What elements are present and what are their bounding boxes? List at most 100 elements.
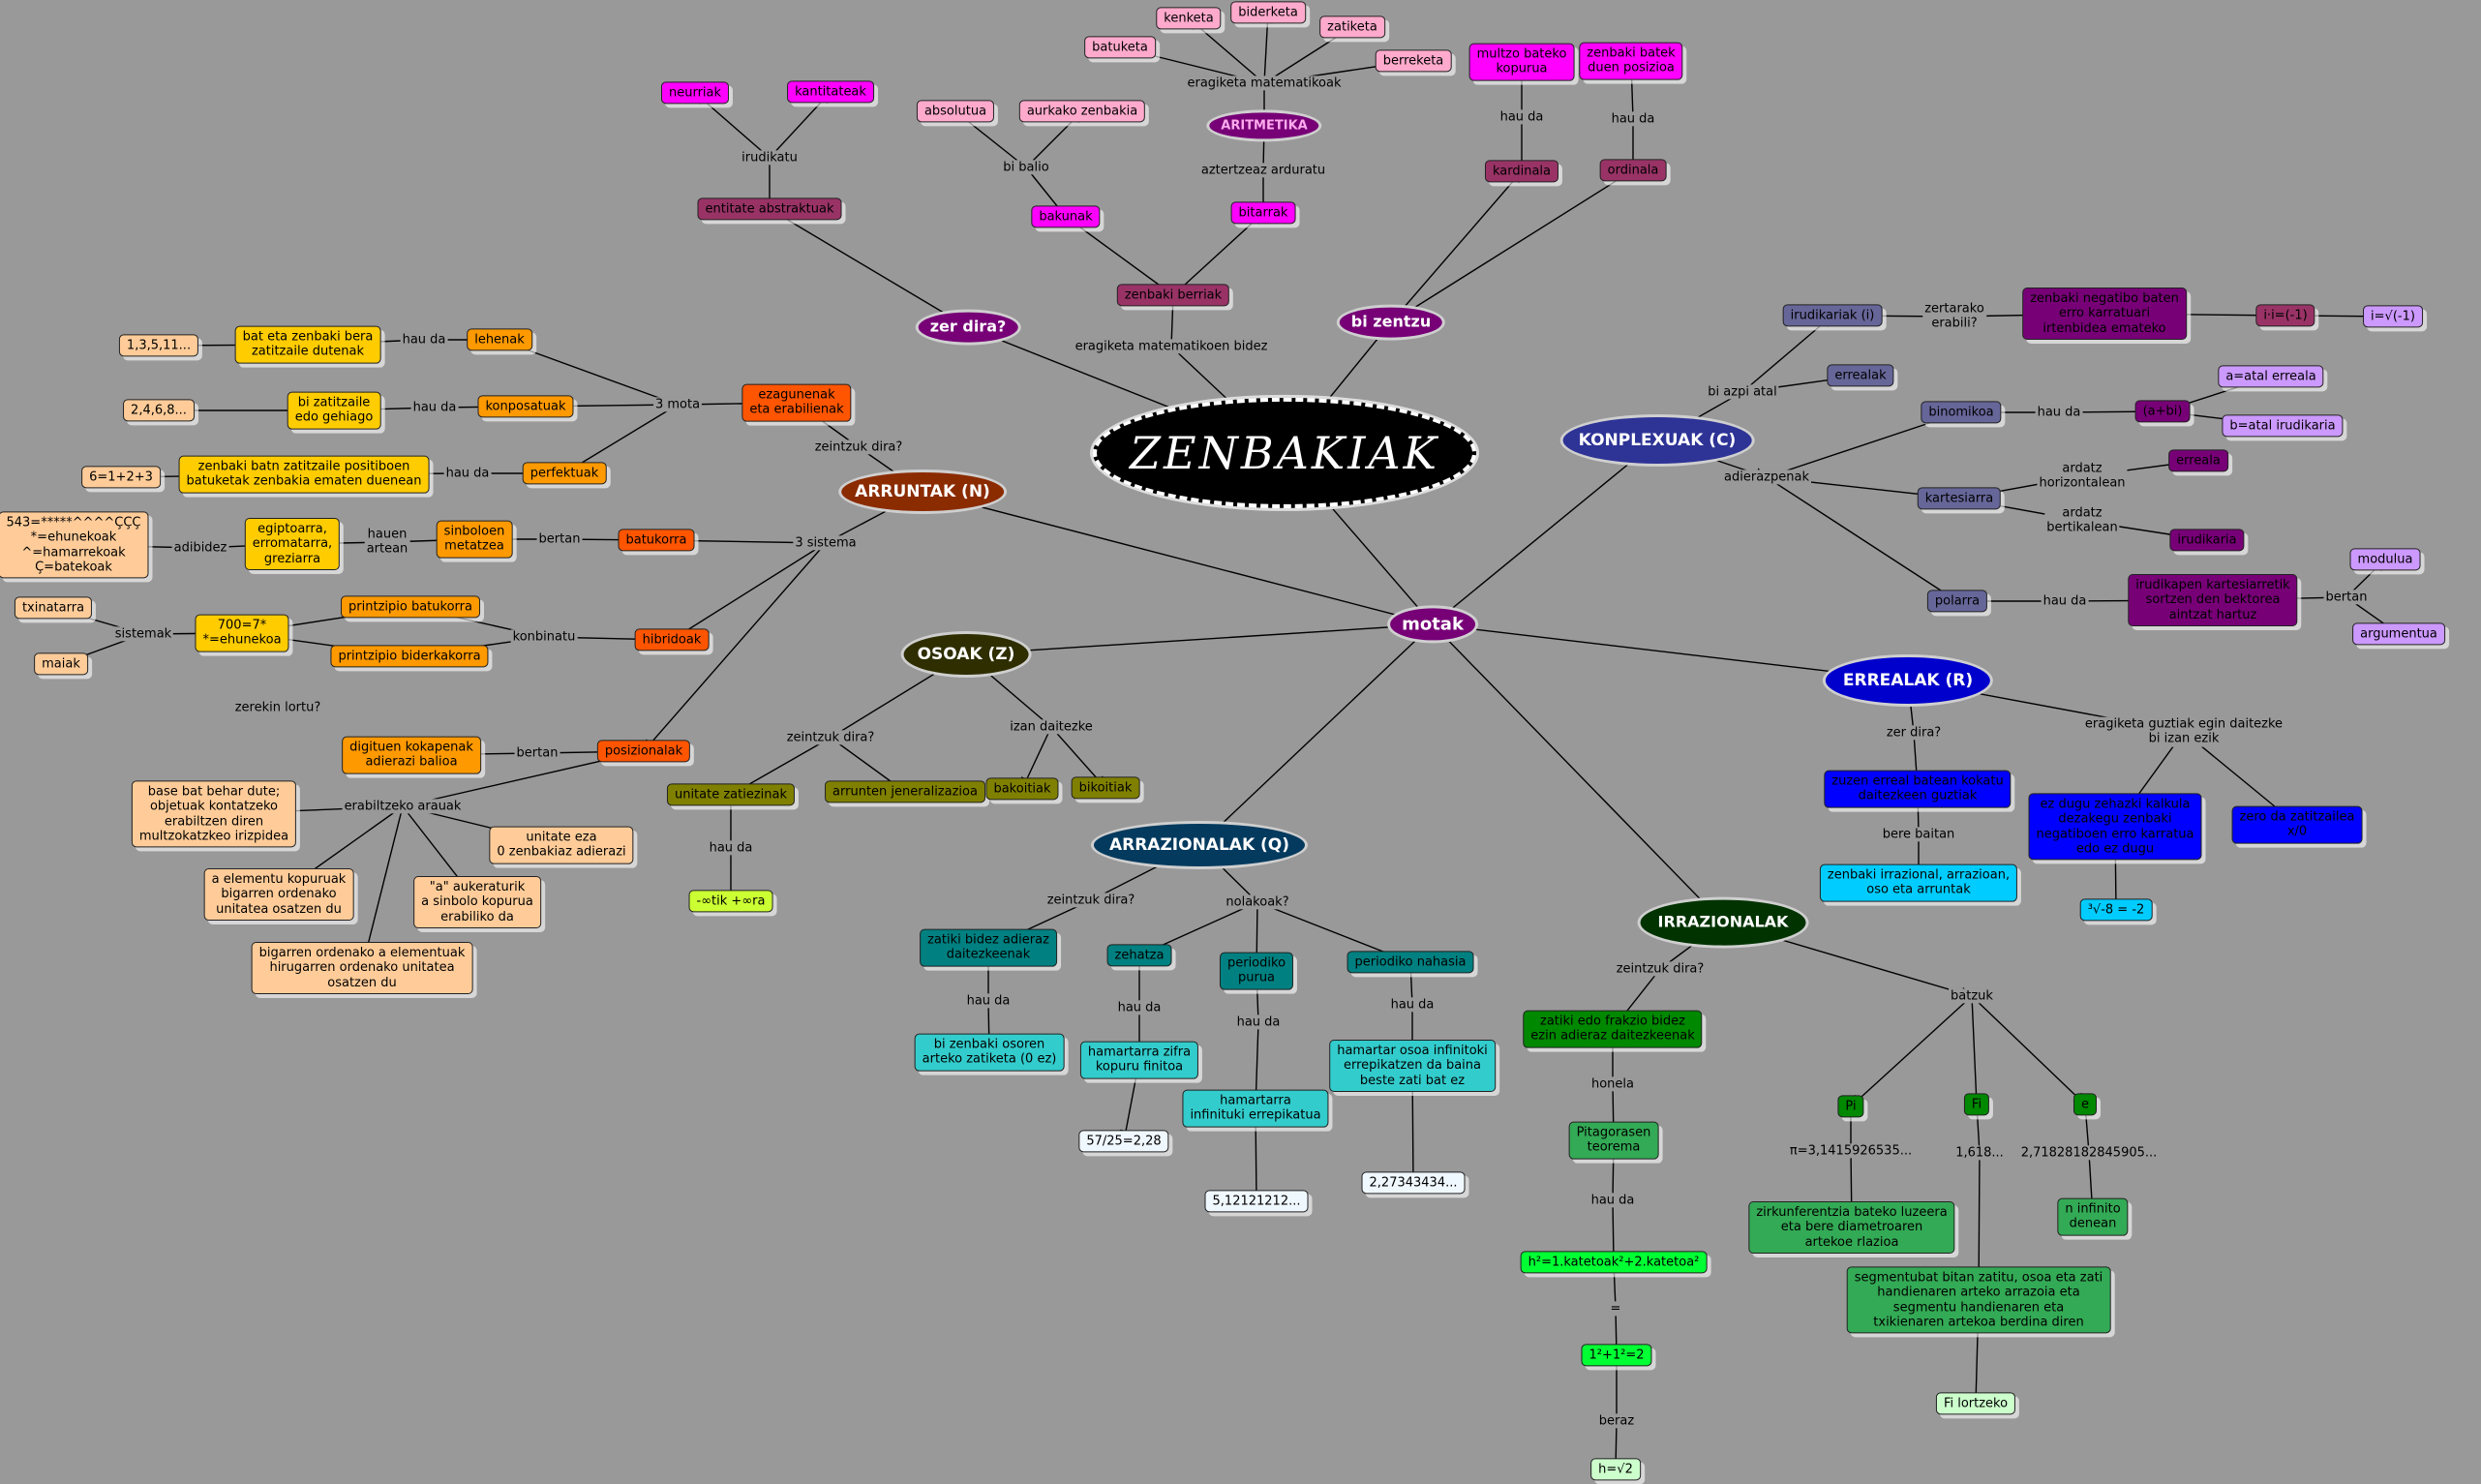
node-one-one[interactable]: 1²+1²=2 — [1581, 1344, 1652, 1367]
node-ex-57[interactable]: 57/25=2,28 — [1078, 1130, 1169, 1153]
node-pit-formula[interactable]: h²=1.katetoak²+2.katetoa² — [1520, 1251, 1708, 1274]
node-irudikaria[interactable]: irudikaria — [2169, 529, 2245, 552]
node-irudikapen[interactable]: irudikapen kartesiarretik sortzen den be… — [2128, 574, 2298, 626]
node-inf-range[interactable]: -∞tik +∞ra — [688, 890, 773, 913]
node-errealak[interactable]: ERREALAK (R) — [1825, 656, 1991, 705]
node-a-elementu[interactable]: a elementu kopuruak bigarren ordenako un… — [203, 868, 354, 921]
node-neurriak[interactable]: neurriak — [660, 81, 730, 105]
node-symbols-ex[interactable]: 543=*****^^^^ÇÇÇ *=ehunekoak ^=hamarreko… — [0, 511, 149, 579]
node-fi-lortzeko[interactable]: Fi lortzeko — [1935, 1392, 2016, 1415]
node-bi-zenbaki-osoren[interactable]: bi zenbaki osoren arteko zatiketa (0 ez) — [914, 1033, 1065, 1072]
node-argumentua[interactable]: argumentua — [2352, 622, 2445, 646]
node-zenbaki-batn[interactable]: zenbaki batn zatitzaile positiboen batuk… — [178, 455, 430, 494]
node-zatiki-ezin[interactable]: zatiki edo frakzio bidez ezin adieraz da… — [1523, 1010, 1703, 1048]
node-bakunak[interactable]: bakunak — [1031, 205, 1101, 228]
node-ex-227[interactable]: 2,27343434... — [1361, 1171, 1466, 1195]
node-bi-zatitzaile[interactable]: bi zatitzaile edo gehiago — [287, 391, 381, 430]
node-zehatza[interactable]: zehatza — [1106, 944, 1172, 967]
node-periodiko-purua[interactable]: periodiko purua — [1219, 952, 1294, 990]
node-zenbaki-irrazional[interactable]: zenbaki irrazional, arrazioan, oso eta a… — [1819, 863, 2018, 902]
node-txinatarra[interactable]: txinatarra — [14, 596, 93, 620]
node-bigarren-ordenako[interactable]: bigarren ordenako a elementuak hirugarre… — [251, 942, 473, 994]
node-digituen[interactable]: digituen kokapenak adierazi balioa — [342, 736, 481, 774]
node-konposatuak[interactable]: konposatuak — [477, 395, 574, 418]
node-aritmetika[interactable]: ARITMETIKA — [1209, 112, 1319, 139]
node-posizionalak[interactable]: posizionalak — [596, 740, 691, 763]
node-zer-dira[interactable]: zer dira? — [918, 312, 1018, 343]
node-kardinala[interactable]: kardinala — [1484, 160, 1559, 183]
node-hamartarra-finitoa[interactable]: hamartarra zifra kopuru finitoa — [1079, 1041, 1199, 1079]
node-multzo-kopurua[interactable]: multzo bateko kopurua — [1468, 43, 1575, 81]
node-printzipio-biderkakorra[interactable]: printzipio biderkakorra — [330, 645, 489, 668]
node-erreala[interactable]: erreala — [2168, 449, 2228, 472]
node-zirkunferentzia[interactable]: zirkunferentzia bateko luzeera eta bere … — [1748, 1201, 1955, 1254]
node-kartesiarra[interactable]: kartesiarra — [1917, 487, 2002, 510]
node-i-sqrt[interactable]: i=√(-1) — [2363, 305, 2423, 328]
node-b-atal[interactable]: b=atal irudikaria — [2222, 414, 2344, 438]
node-unitate-zatiezinak[interactable]: unitate zatiezinak — [666, 783, 796, 806]
node-bi-zentzu[interactable]: bi zentzu — [1339, 307, 1443, 338]
node-bat-eta-zenbaki[interactable]: bat eta zenbaki bera zatitzaile dutenak — [234, 325, 381, 364]
node-konplexuak[interactable]: KONPLEXUAK (C) — [1562, 416, 1752, 465]
node-egiptoarra[interactable]: egiptoarra, erromatarra, greziarra — [244, 518, 341, 570]
node-perfektuak[interactable]: perfektuak — [522, 462, 607, 485]
node-segmentubat[interactable]: segmentubat bitan zatitu, osoa eta zati … — [1846, 1266, 2111, 1334]
node-zero-zatiketa[interactable]: zero da zatitzailea x/0 — [2231, 805, 2363, 844]
node-zenbaki-negatibo[interactable]: zenbaki negatibo baten erro karratuari i… — [2022, 288, 2187, 340]
node-polarra[interactable]: polarra — [1926, 590, 1988, 613]
node-printzipio-batukorra[interactable]: printzipio batukorra — [341, 595, 480, 619]
node-kantitateak[interactable]: kantitateak — [787, 80, 874, 104]
node-ex-700[interactable]: 700=7* *=ehunekoa — [195, 614, 289, 652]
node-irrazionalak[interactable]: IRRAZIONALAK — [1640, 899, 1806, 946]
node-pi[interactable]: Pi — [1837, 1095, 1864, 1118]
node-e[interactable]: e — [2073, 1093, 2097, 1116]
node-abi[interactable]: (a+bi) — [2134, 400, 2191, 423]
node-ex-cuberoot[interactable]: ³√-8 = -2 — [2079, 898, 2153, 922]
node-a-aukeraturik[interactable]: "a" aukeraturik a sinbolo kopurua erabil… — [413, 876, 541, 928]
node-ex-512[interactable]: 5,12121212... — [1204, 1190, 1309, 1213]
node-zenbaki-berriak[interactable]: zenbaki berriak — [1116, 284, 1230, 307]
node-osoak[interactable]: OSOAK (Z) — [903, 633, 1029, 676]
node-irudikariak[interactable]: irudikariak (i) — [1782, 304, 1883, 327]
node-arrazionalak[interactable]: ARRAZIONALAK (Q) — [1093, 823, 1306, 867]
node-ezagunenak[interactable]: ezagunenak eta erabilienak — [741, 383, 852, 422]
node-lehenak[interactable]: lehenak — [467, 328, 532, 351]
node-batukorra[interactable]: batukorra — [618, 529, 695, 552]
node-h-sqrt2[interactable]: h=√2 — [1590, 1458, 1641, 1481]
node-unitate-eza[interactable]: unitate eza 0 zenbakiaz adierazi — [489, 826, 634, 864]
node-ordinala[interactable]: ordinala — [1599, 159, 1667, 182]
node-errealak-sub[interactable]: errealak — [1827, 364, 1894, 387]
node-arruntak[interactable]: ARRUNTAK (N) — [841, 471, 1004, 512]
node-arrunten-gen[interactable]: arrunten jeneralizazioa — [825, 780, 985, 803]
node-zatiki-bidez[interactable]: zatiki bidez adieraz daitezkeenak — [920, 928, 1057, 967]
node-bitarrak[interactable]: bitarrak — [1230, 201, 1296, 225]
node-bakoitiak[interactable]: bakoitiak — [985, 777, 1059, 801]
node-biderketa[interactable]: biderketa — [1230, 1, 1306, 24]
node-ex-135[interactable]: 1,3,5,11... — [118, 334, 199, 357]
node-entitate-abstraktuak[interactable]: entitate abstraktuak — [697, 197, 842, 221]
node-i-i[interactable]: i·i=(-1) — [2255, 304, 2315, 327]
node-absolutua[interactable]: absolutua — [916, 100, 995, 123]
node-sinboloen[interactable]: sinboloen metatzea — [436, 520, 513, 559]
node-ex-246[interactable]: 2,4,6,8... — [123, 399, 195, 422]
node-a-atal[interactable]: a=atal erreala — [2218, 365, 2324, 388]
node-hamartarra-inf[interactable]: hamartarra infinituki errepikatua — [1182, 1089, 1329, 1128]
node-aurkako-zenbakia[interactable]: aurkako zenbakia — [1018, 100, 1146, 123]
node-binomikoa[interactable]: binomikoa — [1921, 401, 2002, 424]
node-pitagorasen[interactable]: Pitagorasen teorema — [1568, 1121, 1659, 1160]
node-zenbaki-posizioa[interactable]: zenbaki batek duen posizioa — [1579, 42, 1683, 80]
node-zenbakiak[interactable]: ZENBAKIAK — [1093, 397, 1476, 509]
node-zatiketa[interactable]: zatiketa — [1319, 15, 1385, 39]
node-batuketa[interactable]: batuketa — [1084, 36, 1156, 59]
node-ex-6[interactable]: 6=1+2+3 — [81, 466, 161, 489]
node-bikoitiak[interactable]: bikoitiak — [1071, 776, 1140, 800]
node-hibridoak[interactable]: hibridoak — [634, 628, 710, 651]
node-base-bat[interactable]: base bat behar dute; objetuak kontatzeko… — [131, 780, 297, 848]
node-motak[interactable]: motak — [1390, 608, 1475, 641]
node-berreketa[interactable]: berreketa — [1375, 49, 1452, 73]
node-fi[interactable]: Fi — [1963, 1093, 1990, 1116]
node-n-infinito[interactable]: n infinito denean — [2057, 1197, 2129, 1236]
node-ez-dugu[interactable]: ez dugu zehazki kalkula dezakegu zenbaki… — [2028, 793, 2202, 861]
node-zuzen-erreal[interactable]: zuzen erreal batean kokatu daitezkeen gu… — [1824, 770, 2012, 808]
node-hamartar-osoa[interactable]: hamartar osoa infinitoki errepikatzen da… — [1329, 1040, 1496, 1092]
